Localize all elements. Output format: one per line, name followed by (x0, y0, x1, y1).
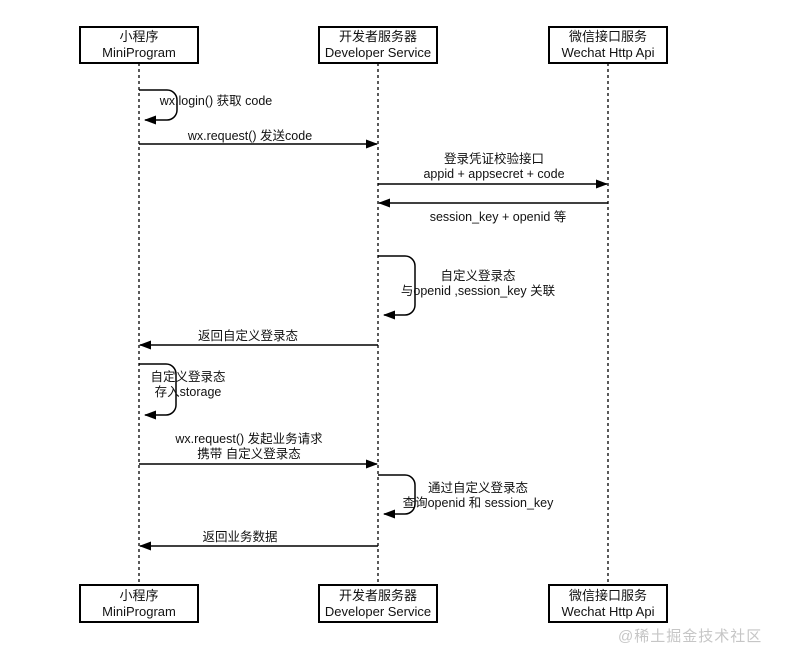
message-line: 通过自定义登录态 (427, 481, 528, 495)
message-label-business-request: wx.request() 发起业务请求 携带 自定义登录态 (175, 432, 322, 462)
actor-name-zh: 微信接口服务 (568, 29, 647, 44)
actor-name-en: Developer Service (324, 603, 432, 619)
message-line: 登录凭证校验接口 (443, 152, 545, 166)
actor-name-en: Wechat Http Api (561, 603, 655, 619)
actor-name-zh: 微信接口服务 (568, 587, 647, 603)
message-line: wx.request() 发送code (187, 129, 313, 143)
self-loop-query-openid (378, 474, 416, 519)
actor-name-zh: 开发者服务器 (338, 29, 417, 44)
message-label-send-code: wx.request() 发送code (188, 129, 312, 144)
actor-box-wechat-http-api-bottom: 微信接口服务 Wechat Http Api (548, 584, 668, 623)
watermark: @稀土掘金技术社区 (618, 628, 763, 645)
message-line: 携带 自定义登录态 (197, 447, 301, 461)
self-loop-custom-login-state (378, 255, 416, 320)
message-line: wx.request() 发起业务请求 (175, 432, 323, 446)
message-label-credential-check: 登录凭证校验接口 appid + appsecret + code (423, 152, 564, 182)
message-line: wx.login() 获取 code (159, 94, 273, 108)
message-line: 与openid ,session_key 关联 (400, 284, 556, 298)
message-label-return-business-data: 返回业务数据 (202, 530, 277, 545)
actor-box-developer-service-bottom: 开发者服务器 Developer Service (318, 584, 438, 623)
self-loop-wx-login (139, 89, 178, 125)
actor-box-wechat-http-api-top: 微信接口服务 Wechat Http Api (548, 26, 668, 64)
message-line: 自定义登录态 (440, 269, 516, 283)
message-line: session_key + openid 等 (429, 210, 567, 224)
message-line: appid + appsecret + code (423, 167, 565, 181)
actor-name-en: MiniProgram (102, 603, 176, 619)
message-line: 自定义登录态 (150, 370, 226, 384)
actor-box-miniprogram-top: 小程序 MiniProgram (79, 26, 199, 64)
message-line: 查询openid 和 session_key (402, 496, 554, 510)
self-loop-store-storage (139, 363, 177, 420)
message-line: 存入storage (154, 385, 222, 399)
actor-name-en: Wechat Http Api (561, 45, 655, 60)
message-label-store-storage: 自定义登录态 存入storage (150, 370, 225, 400)
actor-name-en: Developer Service (324, 45, 432, 60)
message-label-wx-login: wx.login() 获取 code (160, 94, 273, 109)
message-label-custom-login-state: 自定义登录态 与openid ,session_key 关联 (401, 269, 555, 299)
actor-name-zh: 小程序 (119, 29, 159, 44)
message-label-session-key-return: session_key + openid 等 (430, 210, 567, 225)
message-line: 返回自定义登录态 (197, 329, 299, 343)
message-line: 返回业务数据 (202, 530, 278, 544)
actor-name-zh: 小程序 (119, 587, 159, 603)
actor-name-zh: 开发者服务器 (338, 587, 417, 603)
message-label-query-openid: 通过自定义登录态 查询openid 和 session_key (403, 481, 554, 511)
actor-box-miniprogram-bottom: 小程序 MiniProgram (79, 584, 199, 623)
actor-box-developer-service-top: 开发者服务器 Developer Service (318, 26, 438, 64)
actor-name-en: MiniProgram (102, 45, 176, 60)
message-label-return-custom-login-state: 返回自定义登录态 (198, 329, 298, 344)
